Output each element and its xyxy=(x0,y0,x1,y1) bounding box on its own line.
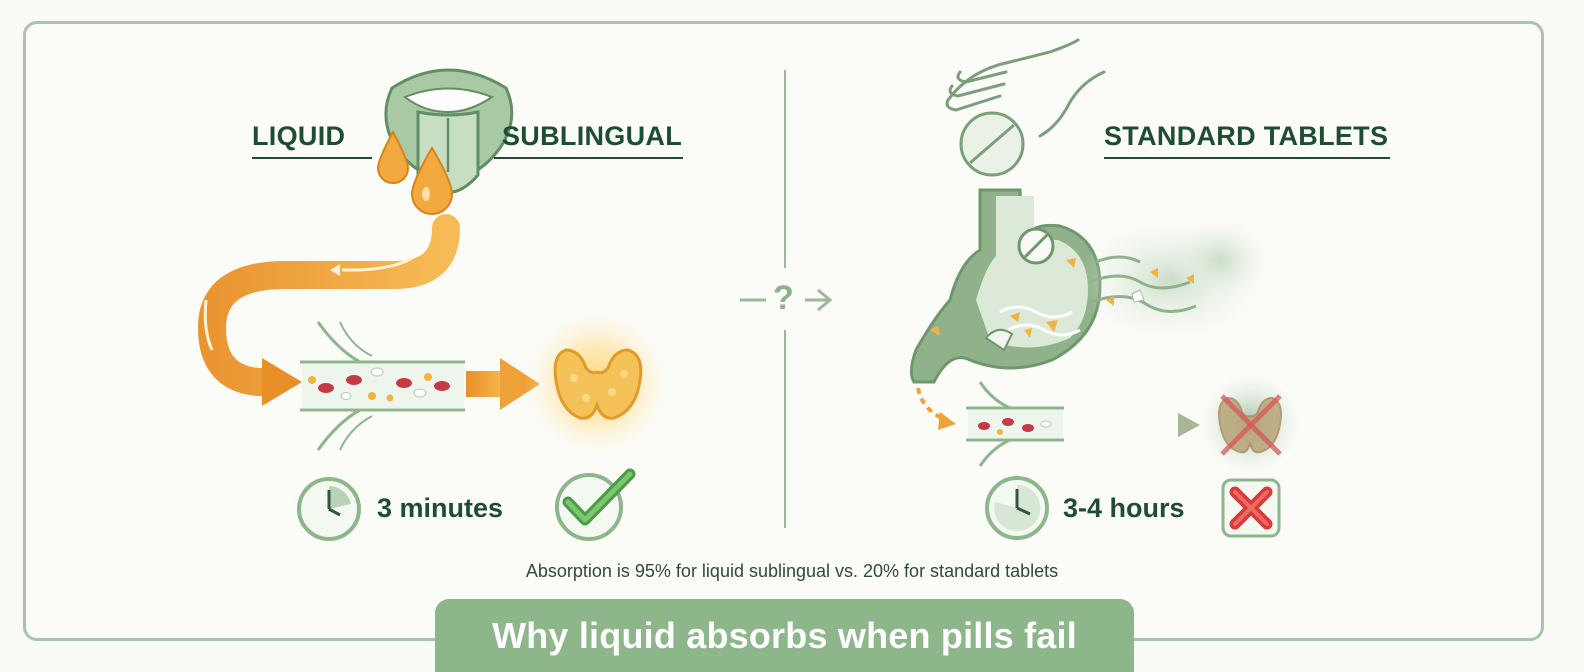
clock-icon-right xyxy=(985,476,1049,540)
comparison-question-mark: ? xyxy=(773,279,794,317)
cross-icon xyxy=(1221,478,1281,538)
banner-title: Why liquid absorbs when pills fail xyxy=(492,614,1077,656)
clock-icon xyxy=(297,477,361,541)
liquid-drop-icon xyxy=(376,129,454,215)
label-sublingual-underline xyxy=(494,157,683,159)
label-sublingual: SUBLINGUAL xyxy=(502,121,682,151)
thyroid-blocked-icon xyxy=(1200,374,1300,474)
absorption-path-arrow xyxy=(197,214,460,406)
stomach-icon xyxy=(909,188,1102,384)
label-standard-tablets: STANDARD TABLETS xyxy=(1104,121,1389,151)
time-tablets: 3-4 hours xyxy=(1063,493,1185,523)
label-liquid: LIQUID xyxy=(252,121,346,151)
hand-pill-icon xyxy=(945,38,1106,177)
panel-divider xyxy=(740,70,833,528)
check-icon xyxy=(555,468,636,541)
delayed-delivery-arrow xyxy=(1072,413,1200,437)
diagram-frame xyxy=(23,21,1544,641)
absorption-caption: Absorption is 95% for liquid sublingual … xyxy=(525,561,1059,581)
mouth-tongue-icon xyxy=(384,68,514,194)
blood-vessel-icon-small xyxy=(916,381,1064,467)
dissolving-particles-cloud xyxy=(1080,220,1270,340)
blood-vessel-icon xyxy=(300,321,465,451)
label-standard-tablets-underline xyxy=(1104,157,1390,159)
title-banner: Why liquid absorbs when pills fail xyxy=(435,599,1134,672)
delivery-arrow xyxy=(466,358,540,410)
thyroid-healthy-icon xyxy=(525,311,669,455)
label-liquid-underline xyxy=(252,157,372,159)
time-liquid: 3 minutes xyxy=(377,493,504,523)
